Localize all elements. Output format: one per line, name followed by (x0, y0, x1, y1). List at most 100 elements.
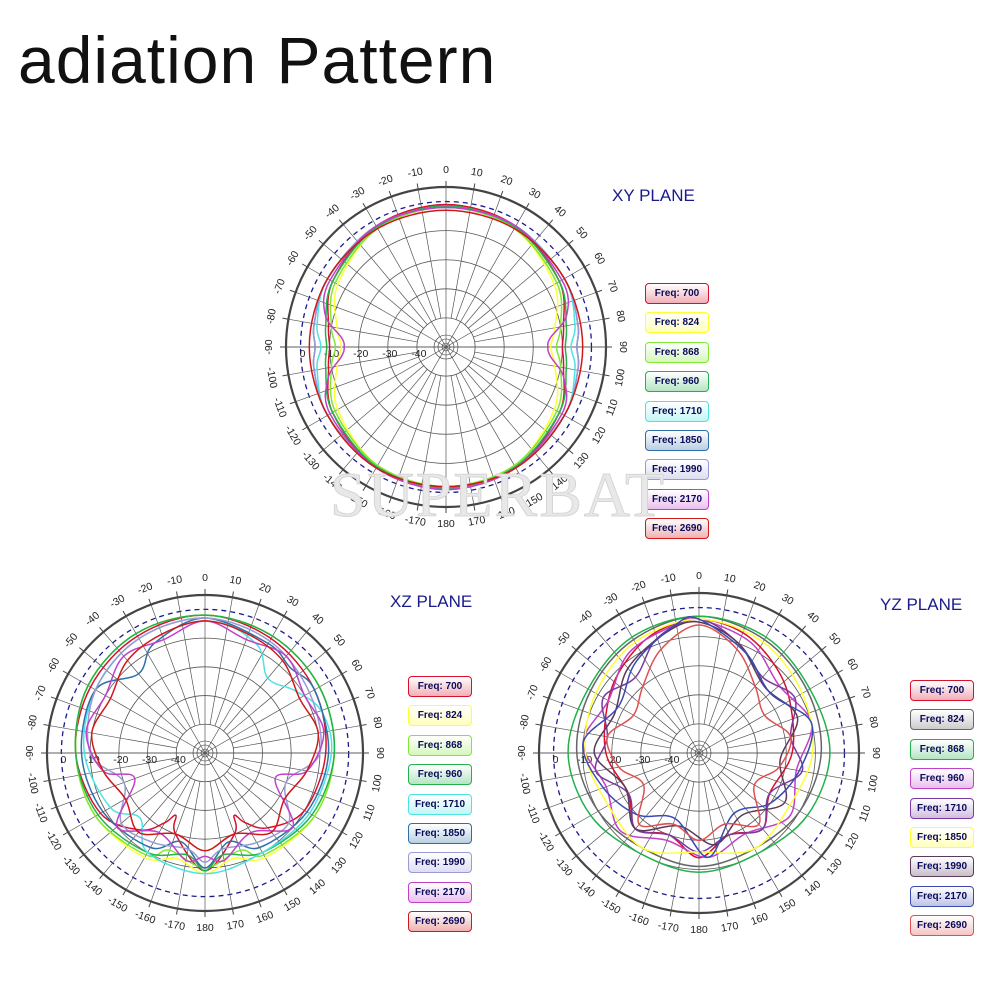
xy-legend-item-868: Freq: 868 (645, 341, 709, 363)
yz-spoke (717, 775, 803, 876)
xz-spoke (204, 752, 285, 891)
xz-angle-tick (99, 627, 104, 633)
xy-radial-tick-label: -30 (382, 348, 397, 360)
xz-angle-tick-label: 120 (347, 830, 366, 851)
yz-angle-tick-label: 70 (858, 685, 873, 700)
yz-spoke (560, 752, 700, 834)
xy-angle-tick-label: 100 (613, 368, 628, 387)
yz-angle-tick (837, 669, 844, 674)
xz-angle-tick (50, 696, 57, 700)
xz-angle-tick-label: -10 (166, 573, 183, 587)
xy-spoke (474, 318, 604, 343)
xy-angle-tick (603, 317, 610, 320)
xz-angle-tick-label: -70 (32, 684, 49, 703)
xy-legend-item-1850: Freq: 1850 (645, 429, 709, 451)
yz-series-700 (603, 618, 795, 859)
xz-angle-tick-label: 30 (284, 593, 300, 609)
xy-angle-tick-label: -100 (264, 366, 279, 389)
yz-angle-tick-label: 10 (723, 572, 737, 586)
xz-angle-tick-label: -130 (60, 854, 83, 878)
xz-legend-item-2690: Freq: 2690 (408, 911, 472, 933)
yz-angle-tick (726, 589, 729, 596)
xz-angle-tick (283, 610, 288, 617)
yz-angle-tick-label: -10 (660, 571, 677, 585)
xz-spoke (103, 631, 187, 732)
xz-angle-tick-label: -20 (136, 580, 155, 597)
xz-spoke (49, 757, 177, 781)
yz-angle-tick (615, 891, 620, 898)
xy-legend-item-2690: Freq: 2690 (645, 518, 709, 540)
yz-angle-tick (821, 855, 827, 861)
xy-angle-tick-label: 120 (590, 425, 609, 446)
xy-radial-tick-label: -20 (353, 348, 368, 360)
xy-angle-tick-label: 10 (470, 166, 484, 180)
xy-angle-tick (473, 183, 476, 190)
xz-spoke (231, 698, 354, 744)
xy-spoke (342, 369, 428, 470)
yz-legend-item-868: Freq: 868 (910, 738, 974, 760)
yz-angle-tick-label: 100 (866, 774, 881, 793)
xy-angle-tick-label: 0 (443, 164, 449, 176)
yz-center-hub (694, 748, 704, 758)
yz-spoke (698, 672, 838, 754)
xy-angle-tick (548, 469, 554, 475)
xz-angle-tick (258, 901, 262, 908)
xz-angle-tick (79, 647, 85, 652)
xz-angle-tick-label: -150 (105, 894, 129, 915)
yz-spoke (726, 697, 850, 744)
xz-center-hub (200, 748, 210, 758)
xz-angle-tick-label: -30 (108, 592, 127, 610)
xz-series-1850 (80, 617, 330, 869)
yz-center-hub (690, 744, 708, 762)
xy-angle-tick (338, 469, 344, 475)
xy-angle-tick (500, 497, 504, 504)
yz-spoke (618, 752, 700, 892)
xz-radial-tick-label: -30 (142, 754, 157, 766)
yz-angle-tick (801, 875, 807, 881)
xy-spoke (450, 189, 475, 319)
yz-angle-tick-label: 80 (866, 715, 880, 729)
xz-angle-tick-label: 80 (370, 716, 384, 730)
yz-spoke (560, 672, 700, 754)
xz-angle-tick-label: 10 (229, 574, 243, 588)
xz-spoke (56, 762, 179, 808)
yz-angle-tick (856, 780, 863, 783)
yz-angle-tick (535, 723, 542, 726)
xy-series-2170 (322, 206, 570, 491)
xy-angle-tick (568, 449, 574, 455)
yz-angle-tick (535, 780, 542, 783)
yz-angle-tick (837, 832, 844, 837)
xz-plane-title: XZ PLANE (390, 592, 473, 611)
xz-angle-tick-label: 130 (329, 855, 350, 876)
yz-angle-tick-label: -60 (537, 655, 555, 674)
xy-angle-tick-label: 30 (526, 186, 542, 202)
xy-angle-tick (416, 183, 419, 190)
xz-angle-tick (79, 854, 85, 859)
xz-spoke (103, 774, 187, 875)
xz-angle-tick (176, 908, 179, 915)
yz-angle-tick (856, 723, 863, 726)
yz-angle-tick (591, 875, 597, 881)
xz-spoke (83, 651, 184, 735)
xy-spoke (417, 189, 442, 319)
xz-angle-tick-label: 40 (309, 611, 326, 628)
xz-spoke (125, 752, 206, 891)
xz-center-hub (196, 744, 214, 762)
xz-angle-tick-label: 0 (202, 572, 208, 584)
xy-spoke (365, 208, 447, 348)
xz-angle-tick (231, 908, 234, 915)
yz-spoke (595, 630, 681, 731)
xz-spoke (67, 752, 206, 833)
yz-angle-tick (849, 695, 856, 699)
xy-angle-tick-label: 70 (605, 279, 620, 294)
xz-angle-tick-label: -100 (25, 772, 40, 795)
xz-spoke (49, 725, 177, 749)
yz-angle-tick-label: 90 (870, 747, 882, 759)
xy-angle-tick-label: -70 (271, 277, 288, 296)
xz-angle-tick (122, 889, 127, 896)
xy-legend-item-1990: Freq: 1990 (645, 459, 709, 481)
yz-angle-tick (801, 625, 807, 631)
xy-angle-tick-label: -80 (264, 308, 278, 325)
